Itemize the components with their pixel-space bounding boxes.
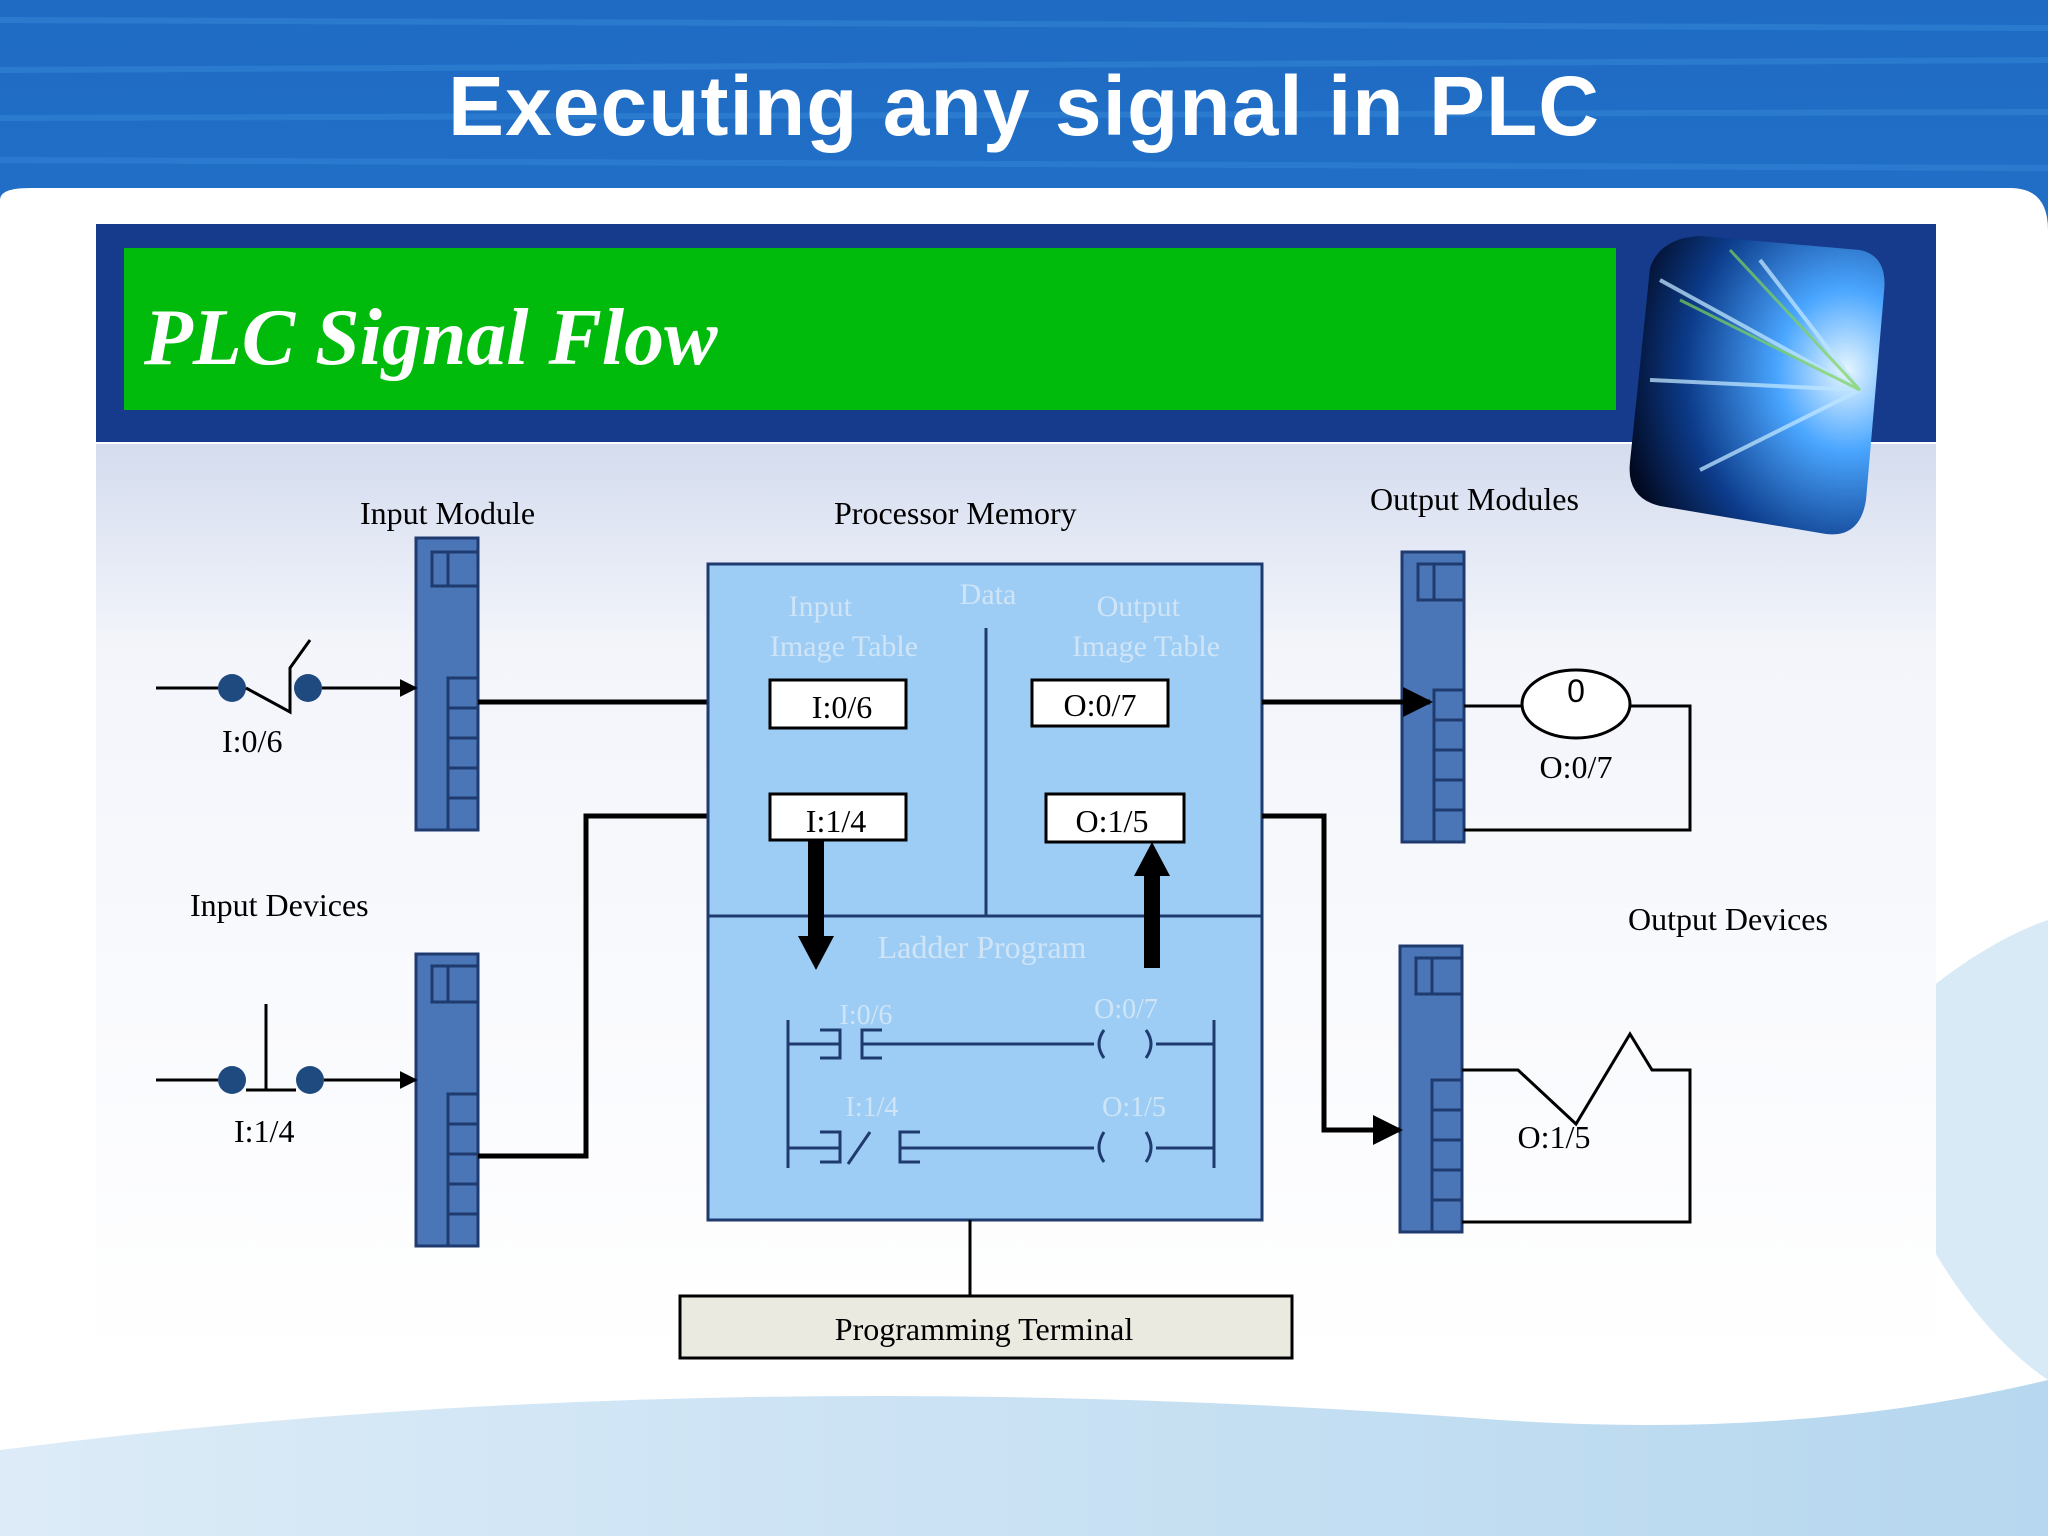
processor-memory-block: [706, 562, 1264, 1222]
input-module-bottom: [414, 952, 480, 1248]
rung2-contact-label: I:1/4: [846, 1092, 899, 1123]
input-switch-top-address: I:0/6: [222, 723, 282, 759]
wire-input-bottom-to-memory: [478, 813, 708, 1159]
input-module-top: [414, 536, 480, 832]
output-table-box-1: [1030, 678, 1170, 728]
input-table-box-2: [768, 792, 908, 842]
output-devices-label: Output Devices: [1628, 901, 1828, 937]
programming-terminal-box: [678, 1294, 1294, 1360]
output-image-table-label: Output Image Table: [1072, 590, 1220, 663]
output-device-top-address: O:0/7: [1540, 749, 1613, 785]
programming-terminal-label: Programming Terminal: [835, 1311, 1134, 1347]
input-module-label: Input Module: [360, 495, 535, 531]
output-module-top: [1400, 550, 1466, 844]
pilot-light-state: 0: [1567, 673, 1585, 709]
output-device-bottom-address: O:1/5: [1518, 1119, 1591, 1155]
input-switch-bottom-address: I:1/4: [234, 1113, 294, 1149]
input-table-address-1: I:0/6: [812, 689, 872, 725]
wire-memory-to-output-bottom: [1262, 813, 1403, 1145]
output-device-pilot-light: [1464, 668, 1692, 832]
write-output-arrow: [1134, 842, 1170, 968]
ladder-program-label: Ladder Program: [878, 929, 1087, 965]
scan-input-arrow: [798, 840, 834, 970]
slide-title: Executing any signal in PLC: [448, 59, 1600, 153]
output-table-address-1: O:0/7: [1064, 687, 1137, 723]
output-device-heater: [1462, 1031, 1692, 1224]
ladder-rung-1: [788, 1028, 1214, 1060]
light-burst-image: [1629, 236, 1885, 535]
output-table-address-2: O:1/5: [1076, 803, 1149, 839]
input-switch-bottom: [156, 1004, 418, 1094]
output-table-box-2: [1044, 792, 1186, 844]
input-table-box-1: [768, 678, 908, 730]
data-label: Data: [960, 578, 1017, 611]
rung2-coil-label: O:1/5: [1102, 1092, 1166, 1123]
rung1-coil-label: O:0/7: [1094, 994, 1158, 1025]
input-switch-top: [156, 639, 418, 715]
input-devices-label: Input Devices: [190, 887, 369, 923]
output-modules-label: Output Modules: [1370, 481, 1579, 517]
input-image-table-label: Input Image Table: [770, 590, 918, 663]
banner-green-bar: [124, 248, 1616, 410]
ladder-rung-2: [788, 1130, 1214, 1165]
output-module-bottom: [1398, 944, 1464, 1234]
input-table-address-2: I:1/4: [806, 803, 866, 839]
processor-memory-label: Processor Memory: [834, 495, 1077, 531]
rung1-contact-label: I:0/6: [840, 1000, 893, 1031]
banner-title: PLC Signal Flow: [143, 294, 718, 382]
